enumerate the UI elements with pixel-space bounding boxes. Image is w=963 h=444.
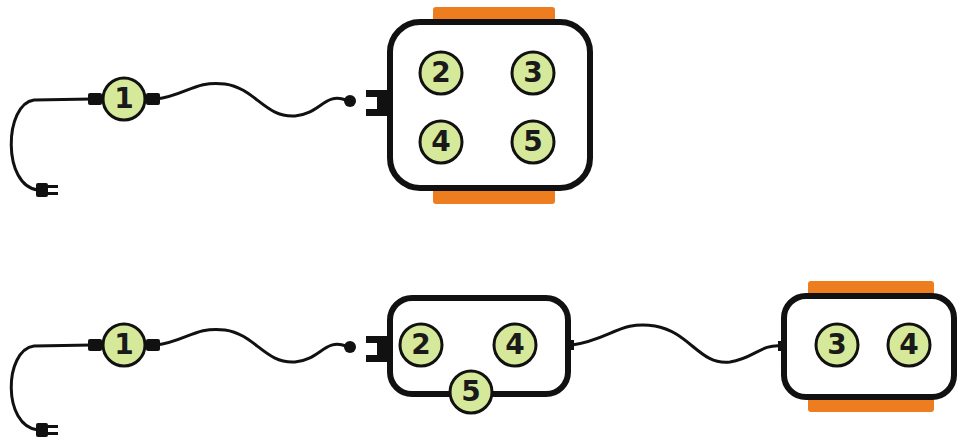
- numbered-circle: 3: [510, 50, 556, 96]
- plug-prong: [46, 425, 58, 428]
- numbered-circle: 5: [510, 119, 556, 165]
- callout-number: 4: [431, 128, 450, 156]
- callout-number: 3: [827, 331, 846, 359]
- power-cord: [156, 83, 346, 116]
- cord-connector: [146, 339, 160, 351]
- numbered-circle: 4: [886, 322, 932, 368]
- cord-end: [344, 95, 356, 107]
- socket: [366, 336, 390, 362]
- power-cord: [11, 345, 92, 430]
- power-cord: [572, 325, 782, 362]
- callout-number: 2: [431, 59, 450, 87]
- cord-end: [344, 341, 356, 353]
- plug-prong: [46, 192, 58, 195]
- callout-number: 2: [411, 331, 430, 359]
- cord-connector: [146, 93, 160, 105]
- callout-number: 1: [114, 331, 133, 359]
- plug-prong: [46, 185, 58, 188]
- cord-connector: [88, 339, 102, 351]
- callout-number: 4: [899, 331, 918, 359]
- plug-prong: [46, 432, 58, 435]
- numbered-circle: 2: [398, 322, 444, 368]
- power-strip: [784, 296, 954, 397]
- power-cord: [11, 99, 92, 190]
- callout-number: 5: [523, 128, 542, 156]
- power-cord: [156, 329, 346, 362]
- numbered-circle: 4: [492, 322, 538, 368]
- callout-number: 1: [114, 85, 133, 113]
- numbered-circle: 2: [418, 50, 464, 96]
- power-strip: [390, 22, 590, 188]
- callout-number: 3: [523, 59, 542, 87]
- callout-number: 5: [461, 378, 480, 406]
- callout-number: 4: [505, 331, 524, 359]
- cord-connector: [88, 93, 102, 105]
- socket: [366, 90, 390, 116]
- numbered-circle: 1: [101, 76, 147, 122]
- numbered-circle: 5: [448, 369, 494, 415]
- numbered-circle: 3: [814, 322, 860, 368]
- numbered-circle: 1: [101, 322, 147, 368]
- numbered-circle: 4: [418, 119, 464, 165]
